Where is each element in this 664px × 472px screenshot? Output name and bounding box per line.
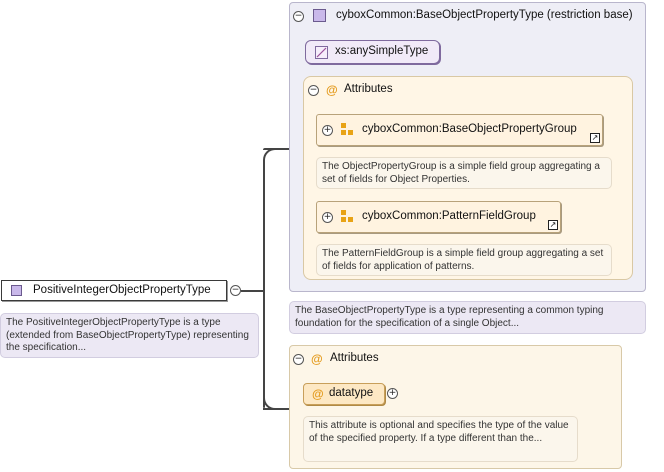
expand-toggle-icon[interactable]: + bbox=[387, 388, 398, 399]
expand-toggle-icon[interactable]: + bbox=[322, 125, 333, 136]
attribute-group-ref[interactable]: + cyboxCommon:PatternFieldGroup ↗ bbox=[316, 201, 561, 233]
attribute-group-ref[interactable]: + cyboxCommon:BaseObjectPropertyGroup ↗ bbox=[316, 114, 603, 146]
link-arrow-icon[interactable]: ↗ bbox=[590, 133, 600, 143]
collapse-toggle-icon[interactable]: − bbox=[230, 285, 241, 296]
attribute-group-icon bbox=[341, 123, 355, 137]
attribute-group-doc: The ObjectPropertyGroup is a simple fiel… bbox=[316, 157, 612, 189]
simple-type-icon bbox=[315, 46, 328, 59]
attributes-label: Attributes bbox=[344, 83, 393, 95]
base-type-panel: − cyboxCommon:BaseObjectPropertyType (re… bbox=[289, 2, 646, 292]
connector-line bbox=[263, 160, 265, 408]
connector-line bbox=[263, 148, 277, 162]
complex-type-icon bbox=[11, 285, 22, 296]
attribute-group-name: cyboxCommon:PatternFieldGroup bbox=[362, 210, 536, 222]
connector-line bbox=[263, 396, 277, 410]
collapse-toggle-icon[interactable]: − bbox=[293, 354, 304, 365]
attribute-node[interactable]: @ datatype bbox=[303, 383, 385, 405]
root-type-doc: The PositiveIntegerObjectPropertyType is… bbox=[0, 313, 259, 358]
complex-type-icon bbox=[313, 9, 326, 22]
attribute-group-icon bbox=[341, 210, 355, 224]
root-type-name: PositiveIntegerObjectPropertyType bbox=[33, 284, 211, 296]
collapse-toggle-icon[interactable]: − bbox=[293, 11, 304, 22]
attributes-group-panel: − @ Attributes + cyboxCommon:BaseObjectP… bbox=[303, 76, 633, 280]
attribute-icon: @ bbox=[312, 387, 324, 401]
expand-toggle-icon[interactable]: + bbox=[322, 212, 333, 223]
base-type-title: cyboxCommon:BaseObjectPropertyType (rest… bbox=[336, 9, 633, 21]
attribute-icon: @ bbox=[311, 352, 323, 366]
simple-type-node[interactable]: xs:anySimpleType bbox=[305, 40, 440, 64]
attribute-doc: This attribute is optional and specifies… bbox=[303, 416, 578, 462]
connector-line bbox=[241, 290, 265, 292]
link-arrow-icon[interactable]: ↗ bbox=[548, 220, 558, 230]
attribute-group-name: cyboxCommon:BaseObjectPropertyGroup bbox=[362, 123, 577, 135]
attribute-icon: @ bbox=[326, 83, 338, 97]
simple-type-name: xs:anySimpleType bbox=[335, 45, 429, 57]
base-type-doc: The BaseObjectPropertyType is a type rep… bbox=[289, 301, 646, 334]
attribute-group-doc: The PatternFieldGroup is a simple field … bbox=[316, 244, 612, 276]
collapse-toggle-icon[interactable]: − bbox=[308, 85, 319, 96]
root-type-node[interactable]: PositiveIntegerObjectPropertyType bbox=[1, 280, 227, 301]
attribute-name: datatype bbox=[329, 387, 374, 399]
attributes-panel: − @ Attributes @ datatype + This attribu… bbox=[289, 345, 622, 469]
attributes-label: Attributes bbox=[330, 352, 379, 364]
